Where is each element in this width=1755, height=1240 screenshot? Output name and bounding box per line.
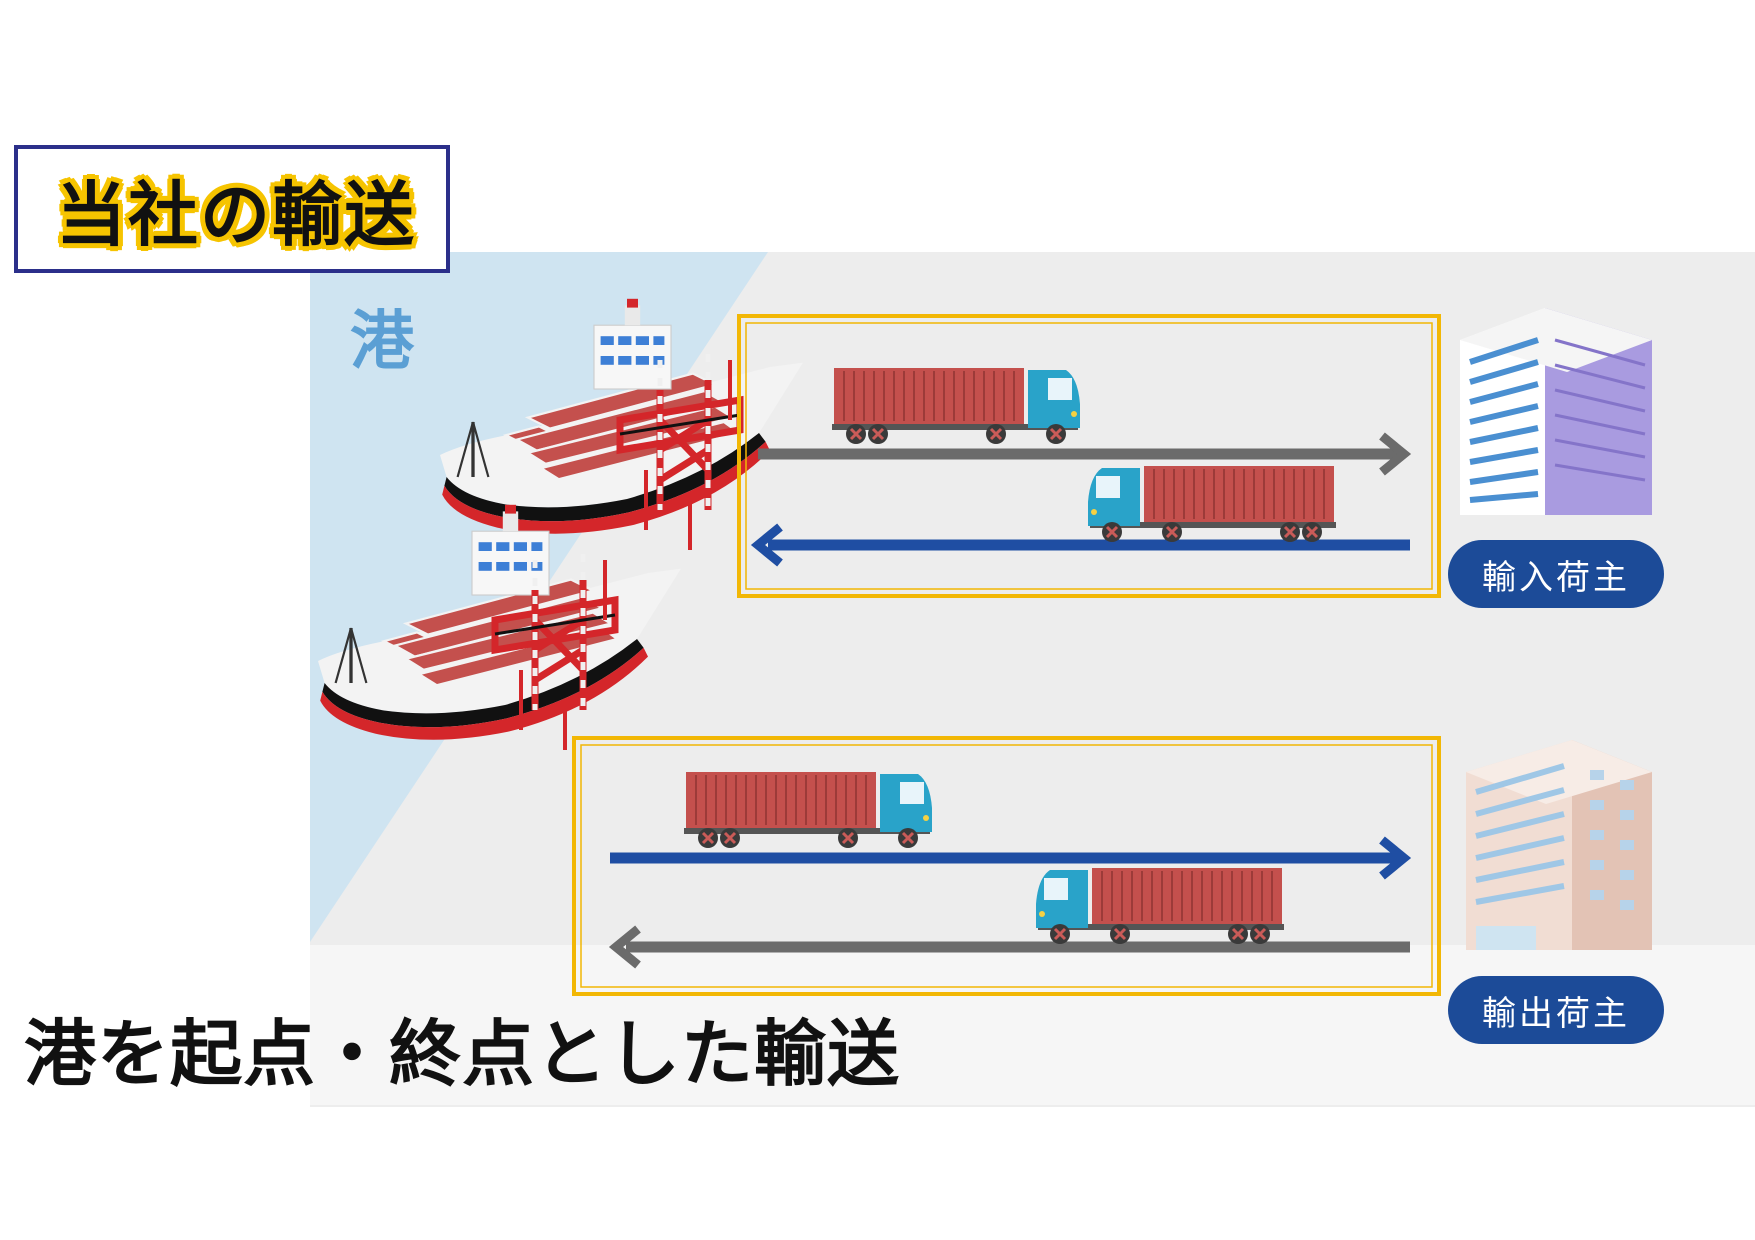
factory-building-icon xyxy=(1466,740,1652,950)
export-route-frame xyxy=(572,736,1441,996)
arrow-head-right xyxy=(1379,836,1412,880)
title-box: 当社の輸送 xyxy=(14,145,450,273)
export-shipper-badge: 輸出荷主 xyxy=(1448,976,1664,1044)
import-route-frame xyxy=(737,314,1441,598)
office-building-icon xyxy=(1460,308,1652,515)
arrow-head-left xyxy=(608,925,641,969)
import-route-frame-inner xyxy=(745,322,1433,590)
arrow-head-left xyxy=(750,523,783,567)
caption-text: 港を起点・終点とした輸送 xyxy=(24,1012,901,1096)
port-label: 港 xyxy=(350,305,414,379)
arrow-head-right xyxy=(1379,432,1412,476)
page-title: 当社の輸送 xyxy=(56,173,416,256)
export-route-frame-inner xyxy=(580,744,1433,988)
import-shipper-badge: 輸入荷主 xyxy=(1448,540,1664,608)
